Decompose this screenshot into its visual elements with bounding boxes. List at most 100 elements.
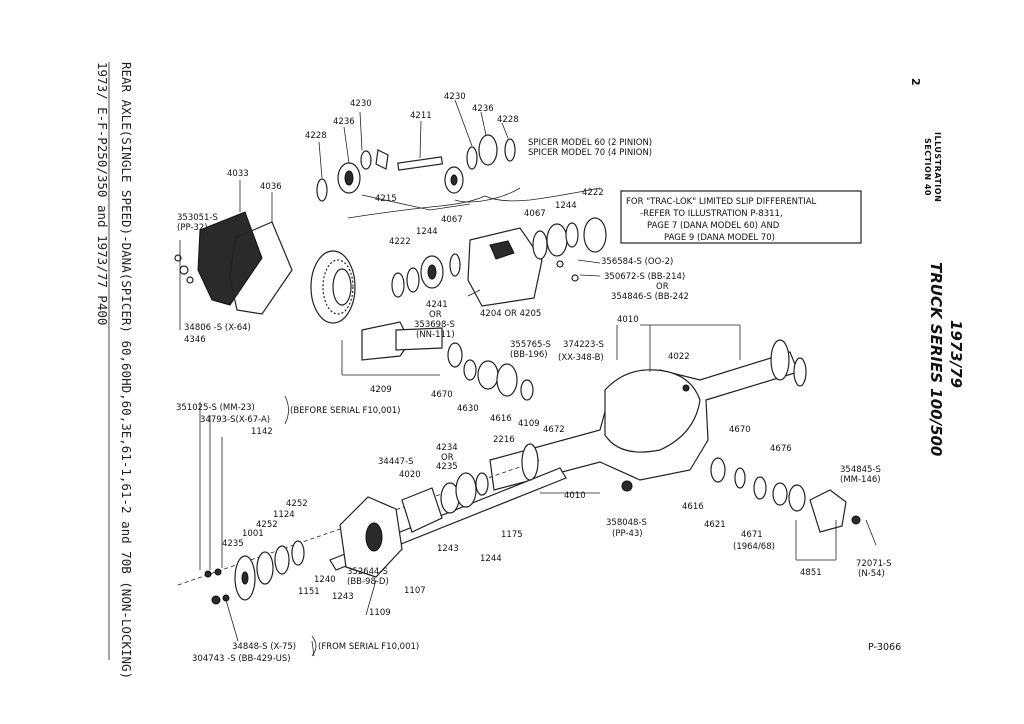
part-label: (N-54) [858, 569, 885, 579]
pinion-yoke-group [710, 457, 877, 546]
part-label: 4676 [770, 444, 792, 454]
gears-brace [347, 187, 601, 219]
truck-series-label: TRUCK SERIES 100/500 [927, 262, 945, 456]
part-label: (BB-98-D) [347, 577, 389, 587]
part-label: OR [656, 282, 669, 292]
part-label: 4671 [741, 530, 763, 540]
part-label: 304743 -S (BB-429-US) [192, 654, 291, 664]
axle-shaft-group [177, 443, 567, 605]
part-label: 4230 [350, 99, 372, 109]
cover-group [174, 211, 293, 315]
part-label: 1151 [298, 587, 320, 597]
traclok-note-box [620, 190, 862, 244]
part-label: 4010 [617, 315, 639, 325]
part-label: 1107 [404, 586, 426, 596]
caption-line-2: 1973/ E-F-P250/350 and 1973/77 P400 [95, 62, 110, 325]
part-label: (1964/68) [733, 542, 775, 552]
part-label: 1124 [273, 510, 295, 520]
part-label: 4346 [184, 335, 206, 345]
from-serial-note: (FROM SERIAL F10,001) [318, 642, 419, 652]
part-label: OR [429, 310, 442, 320]
part-label: 34806 -S (X-64) [184, 323, 251, 333]
spider-gears-group [316, 134, 521, 211]
part-label: 1142 [251, 427, 273, 437]
before-serial-note: (BEFORE SERIAL F10,001) [290, 406, 400, 416]
part-label: 374223-S [563, 340, 604, 350]
part-label: 4252 [256, 520, 278, 530]
part-label: 352644-S [347, 567, 388, 577]
illustration-id: P-3066 [868, 642, 901, 653]
part-label: 34793-S(X-67-A) [200, 415, 270, 425]
part-label: 4672 [543, 425, 565, 435]
part-label: 4235 [436, 462, 458, 472]
section-label: ILLUSTRATION [933, 132, 942, 202]
page-number: 2 [909, 78, 922, 86]
diff-case-group [391, 217, 607, 307]
page-header: 2 ILLUSTRATION SECTION 40 1973/79 TRUCK … [909, 78, 965, 456]
part-label: 4621 [704, 520, 726, 530]
part-label: 4222 [389, 237, 411, 247]
part-label: 34447-S [378, 457, 414, 467]
part-label: 4616 [490, 414, 512, 424]
part-label: (XX-348-B) [558, 353, 604, 363]
part-label: 1244 [480, 554, 502, 564]
part-label: 1175 [501, 530, 523, 540]
part-label: 4236 [472, 104, 494, 114]
part-label: OR [441, 453, 454, 463]
spicer-60-note: SPICER MODEL 60 (2 PINION) [528, 138, 652, 148]
part-label: 4033 [227, 169, 249, 179]
part-label: 1001 [242, 529, 264, 539]
part-label: 355765-S [510, 340, 551, 350]
part-label: 350672-S (BB-214) [604, 272, 685, 282]
part-label: 4630 [457, 404, 479, 414]
part-label: 4235 [222, 539, 244, 549]
part-label: 1243 [332, 592, 354, 602]
part-label: 4228 [497, 115, 519, 125]
part-label: (NN-111) [416, 330, 455, 340]
part-label: 4230 [444, 92, 466, 102]
part-label: 356584-S (OO-2) [601, 257, 673, 267]
part-label: 4067 [441, 215, 463, 225]
part-label: 1240 [314, 575, 336, 585]
traclok-note-4: PAGE 9 (DANA MODEL 70) [664, 233, 775, 243]
axle-housing-group [489, 339, 807, 492]
part-label: 4022 [668, 352, 690, 362]
part-label: 4670 [431, 390, 453, 400]
part-label: (PP-43) [612, 529, 643, 539]
section-number: SECTION 40 [923, 138, 932, 196]
part-label: 353698-S [414, 320, 455, 330]
part-label: 4010 [564, 491, 586, 501]
years-label: 1973/79 [947, 320, 965, 388]
part-label: 34848-S (X-75) [232, 642, 296, 652]
caption-line-1: REAR AXLE(SINGLE SPEED)-DANA(SPICER) 60,… [119, 62, 134, 679]
part-label: 2216 [493, 435, 515, 445]
part-label: 4228 [305, 131, 327, 141]
part-labels: 4230 4230 4236 4236 4211 4228 4228 4033 … [176, 92, 892, 664]
spicer-70-note: SPICER MODEL 70 (4 PINION) [528, 148, 652, 158]
part-label: 72071-S [856, 559, 892, 569]
traclok-note-1: FOR "TRAC-LOK" LIMITED SLIP DIFFERENTIAL [626, 197, 817, 207]
traclok-note-2: -REFER TO ILLUSTRATION P-8311, [640, 209, 783, 219]
part-label: 4036 [260, 182, 282, 192]
part-label: 351025-S (MM-23) [176, 403, 255, 413]
part-label: 4067 [524, 209, 546, 219]
part-label: 1244 [555, 201, 577, 211]
part-label: 1109 [369, 608, 391, 618]
part-label: 4241 [426, 300, 448, 310]
part-label: 354846-S (BB-242 [611, 292, 689, 302]
part-label: 4234 [436, 443, 458, 453]
part-label: 1244 [416, 227, 438, 237]
part-label: 4670 [729, 425, 751, 435]
part-label: 4222 [582, 188, 604, 198]
part-label: (MM-146) [840, 475, 881, 485]
part-label: (BB-196) [510, 350, 548, 360]
part-label: 1243 [437, 544, 459, 554]
part-label: 358048-S [606, 518, 647, 528]
part-label: 4209 [370, 385, 392, 395]
part-label: 4020 [399, 470, 421, 480]
ring-gear-group [310, 250, 534, 401]
part-label: 4252 [286, 499, 308, 509]
part-label: 4109 [518, 419, 540, 429]
part-label: 4851 [800, 568, 822, 578]
